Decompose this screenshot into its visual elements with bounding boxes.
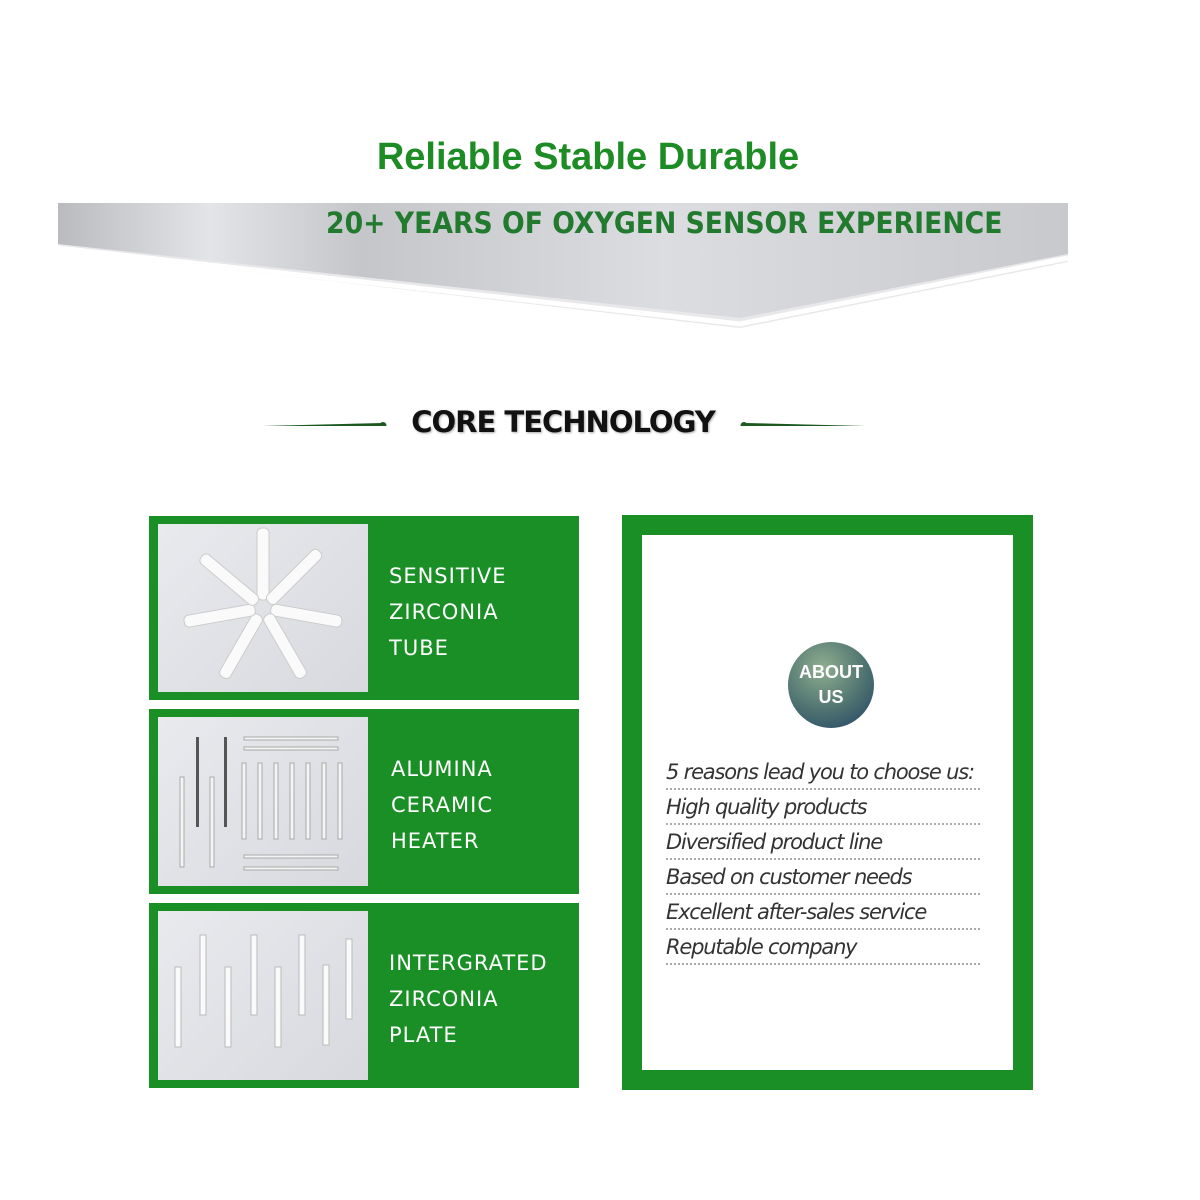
product-label-line: ALUMINA (391, 757, 493, 781)
reasons-heading: 5 reasons lead you to choose us: (666, 755, 980, 790)
product-label-line: ZIRCONIA (389, 987, 499, 1011)
product-label-line: HEATER (391, 829, 480, 853)
about-us-badge[interactable]: ABOUT US (788, 642, 874, 728)
section-heading: CORE TECHNOLOGY (411, 405, 716, 439)
badge-line: US (818, 687, 844, 707)
product-label-line: ZIRCONIA (389, 600, 499, 624)
banner (58, 203, 1069, 328)
product-label-line: CERAMIC (391, 793, 494, 817)
about-panel: ABOUT US 5 reasons lead you to choose us:… (622, 515, 1033, 1090)
zirconia-plate-image (158, 911, 368, 1080)
zirconia-tube-image (158, 524, 368, 692)
product-label-line: TUBE (389, 636, 449, 660)
reason-item: Reputable company (666, 930, 980, 965)
reason-item: High quality products (666, 790, 980, 825)
reason-item: Based on customer needs (666, 860, 980, 895)
heading-line-left (262, 422, 387, 426)
ceramic-heater-image (158, 717, 368, 886)
banner-text: 20+ YEARS OF OXYGEN SENSOR EXPERIENCE (326, 206, 1003, 240)
heading-line-right (740, 422, 866, 426)
product-label-line: INTERGRATED (389, 951, 548, 975)
product-card-zirconia-tube[interactable]: SENSITIVE ZIRCONIA TUBE (149, 516, 579, 700)
page-title: Reliable Stable Durable (376, 136, 800, 178)
badge-line: ABOUT (799, 662, 863, 682)
product-card-ceramic-heater[interactable]: ALUMINA CERAMIC HEATER (149, 709, 579, 894)
reason-item: Diversified product line (666, 825, 980, 860)
product-label-line: SENSITIVE (389, 564, 507, 588)
product-label-line: PLATE (389, 1023, 458, 1047)
reasons-list: 5 reasons lead you to choose us: High qu… (666, 755, 980, 965)
product-card-zirconia-plate[interactable]: INTERGRATED ZIRCONIA PLATE (149, 903, 579, 1088)
reason-item: Excellent after-sales service (666, 895, 980, 930)
